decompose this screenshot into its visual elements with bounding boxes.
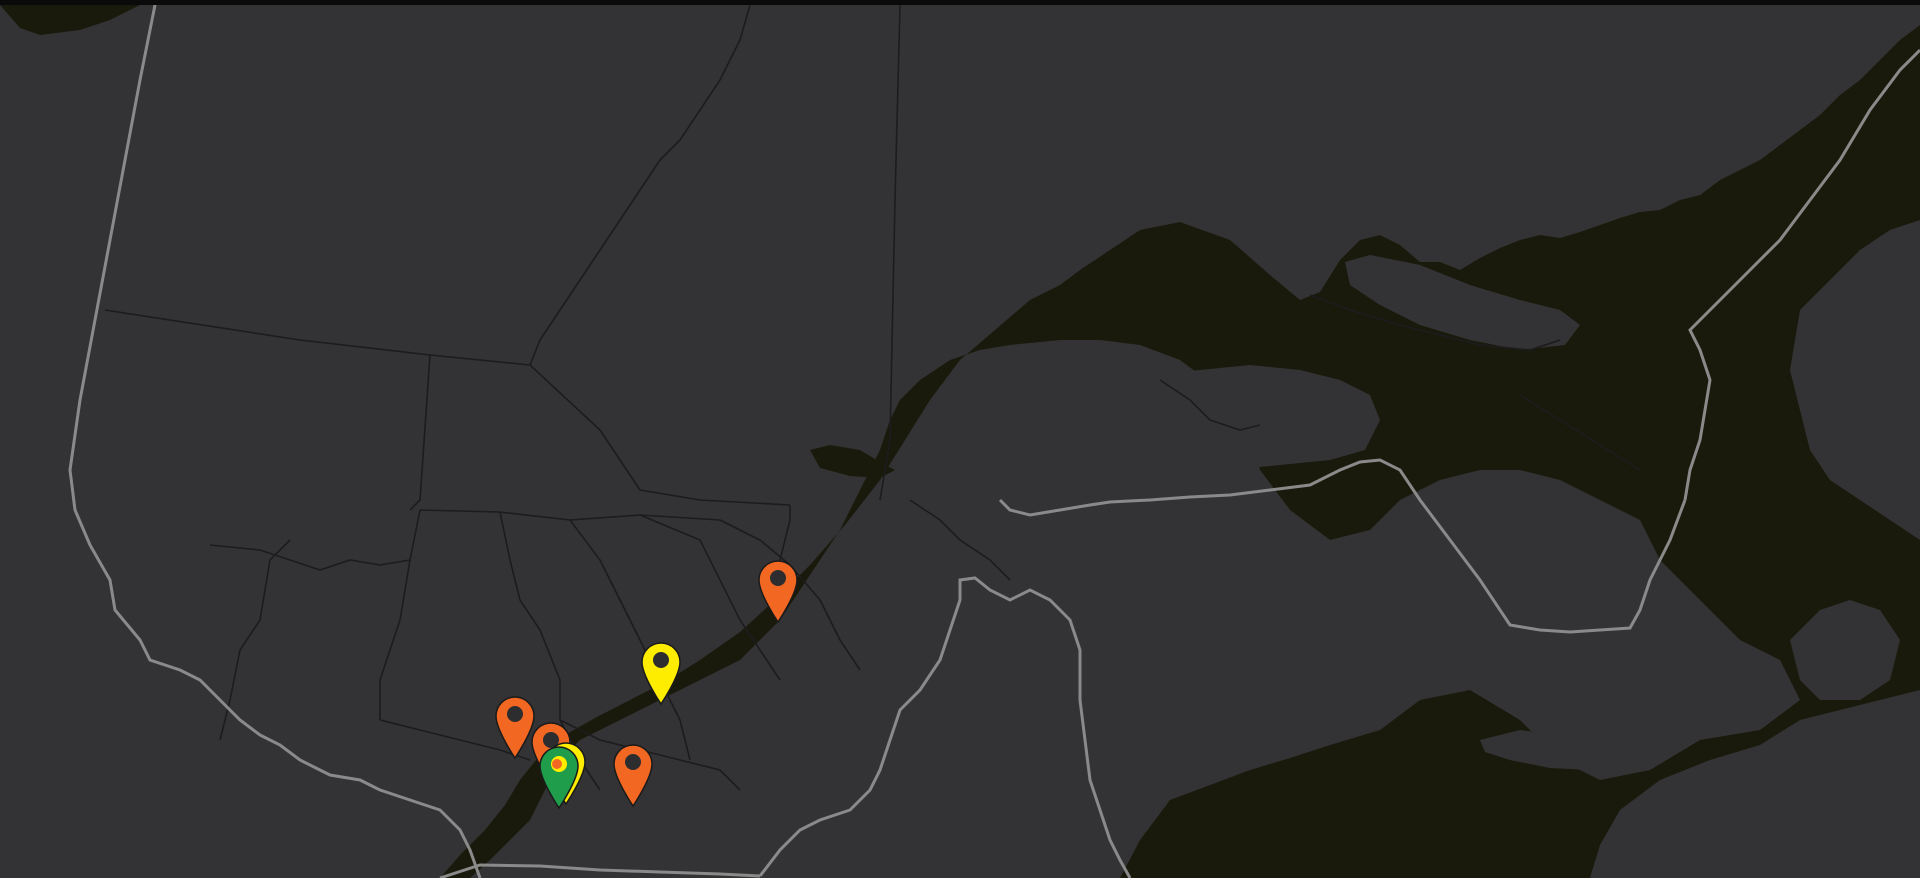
map-marker-yellow-1[interactable] <box>639 640 683 706</box>
prince-edward-island <box>1480 730 1620 770</box>
anticosti-island <box>1345 255 1580 350</box>
map-pin-icon <box>641 642 681 706</box>
magdalen-islands <box>1575 525 1612 575</box>
lake-saint-jean <box>810 445 895 478</box>
gaspe-peninsula <box>1000 365 1380 500</box>
map-pin-icon <box>758 560 798 624</box>
maritimes-land <box>980 500 1390 878</box>
cape-breton-island <box>1790 600 1900 700</box>
map-pin-icon <box>539 746 579 810</box>
nova-scotia <box>1590 690 1920 878</box>
map-marker-orange-4[interactable] <box>611 742 655 808</box>
map-marker-orange-2[interactable] <box>493 694 537 760</box>
map-marker-green-1[interactable] <box>537 744 581 810</box>
northern-lake <box>0 5 140 35</box>
newfoundland <box>1790 220 1920 540</box>
map-marker-orange-1[interactable] <box>756 558 800 624</box>
region-borders <box>104 4 1641 791</box>
map-pin-icon <box>495 696 535 760</box>
map-pin-icon <box>613 744 653 808</box>
province-borders <box>68 4 1920 878</box>
